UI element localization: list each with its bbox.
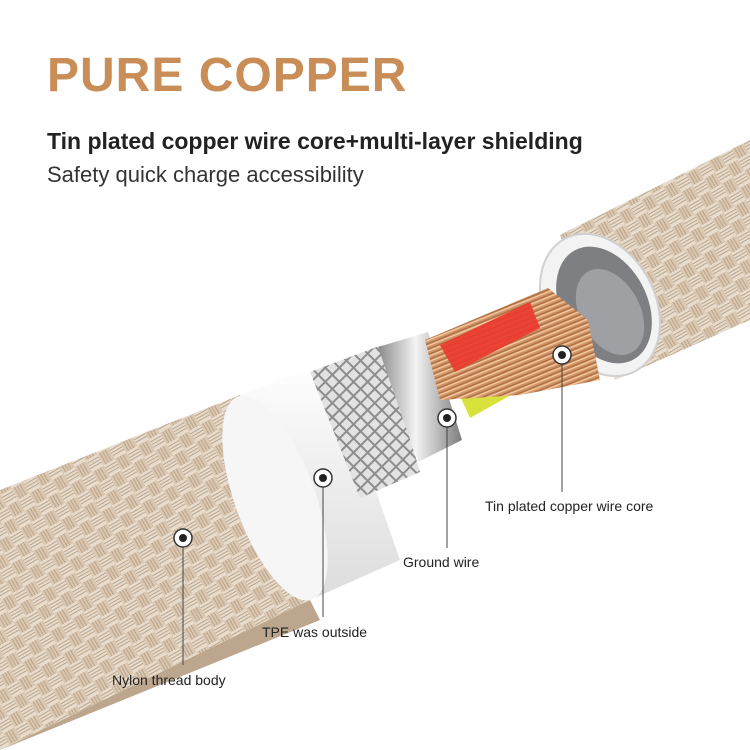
core-marker-icon [552, 345, 572, 365]
right-cable-segment [539, 140, 750, 380]
subtitle-line-1: Tin plated copper wire core+multi-layer … [47, 128, 583, 154]
ground-marker-icon [437, 408, 457, 428]
callout-ground-label: Ground wire [403, 554, 480, 570]
headline-title: PURE COPPER [47, 49, 408, 102]
callout-tpe-label: TPE was outside [262, 624, 368, 640]
metal-ring [378, 332, 462, 462]
nylon-marker-icon [173, 528, 193, 548]
callout-lines [182, 355, 563, 665]
callout-core-label: Tin plated copper wire core [485, 498, 654, 514]
tpe-marker-icon [313, 468, 333, 488]
callout-markers [173, 345, 572, 548]
subtitle-line-2: Safety quick charge accessibility [47, 162, 364, 187]
inner-wires [425, 288, 600, 418]
callout-nylon-label: Nylon thread body [112, 672, 226, 688]
